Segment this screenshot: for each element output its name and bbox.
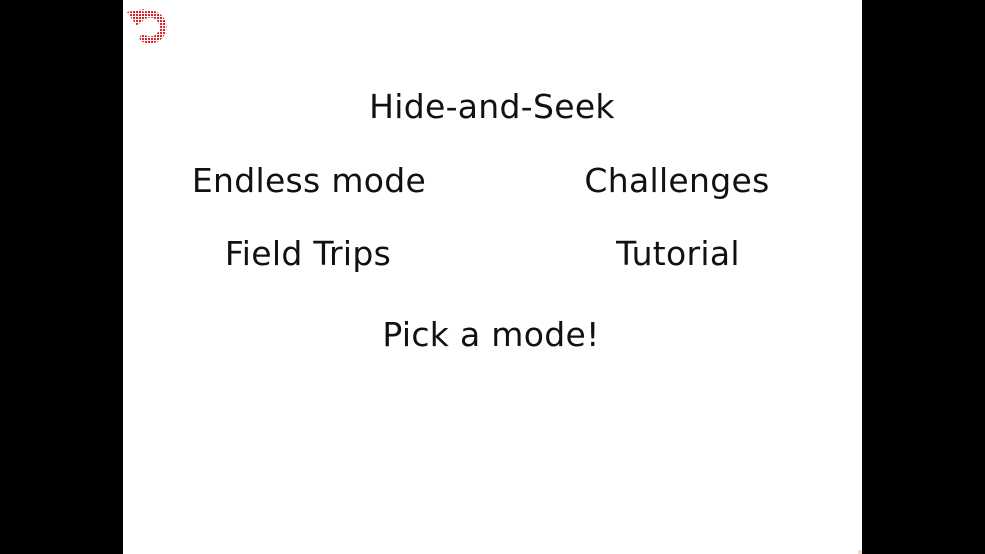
tutorial-option[interactable]: Tutorial [616, 234, 740, 273]
endless-mode-option[interactable]: Endless mode [191, 161, 427, 200]
challenges-option[interactable]: Challenges [584, 161, 770, 200]
game-menu-screen: Hide-and-Seek Endless mode Challenges Fi… [123, 0, 862, 554]
undo-arrow-icon [127, 9, 167, 44]
field-trips-option[interactable]: Field Trips [224, 234, 392, 273]
game-title: Hide-and-Seek [369, 87, 615, 126]
pick-mode-prompt: Pick a mode! [382, 315, 600, 354]
corner-mark [858, 550, 862, 554]
back-button[interactable] [124, 2, 174, 48]
